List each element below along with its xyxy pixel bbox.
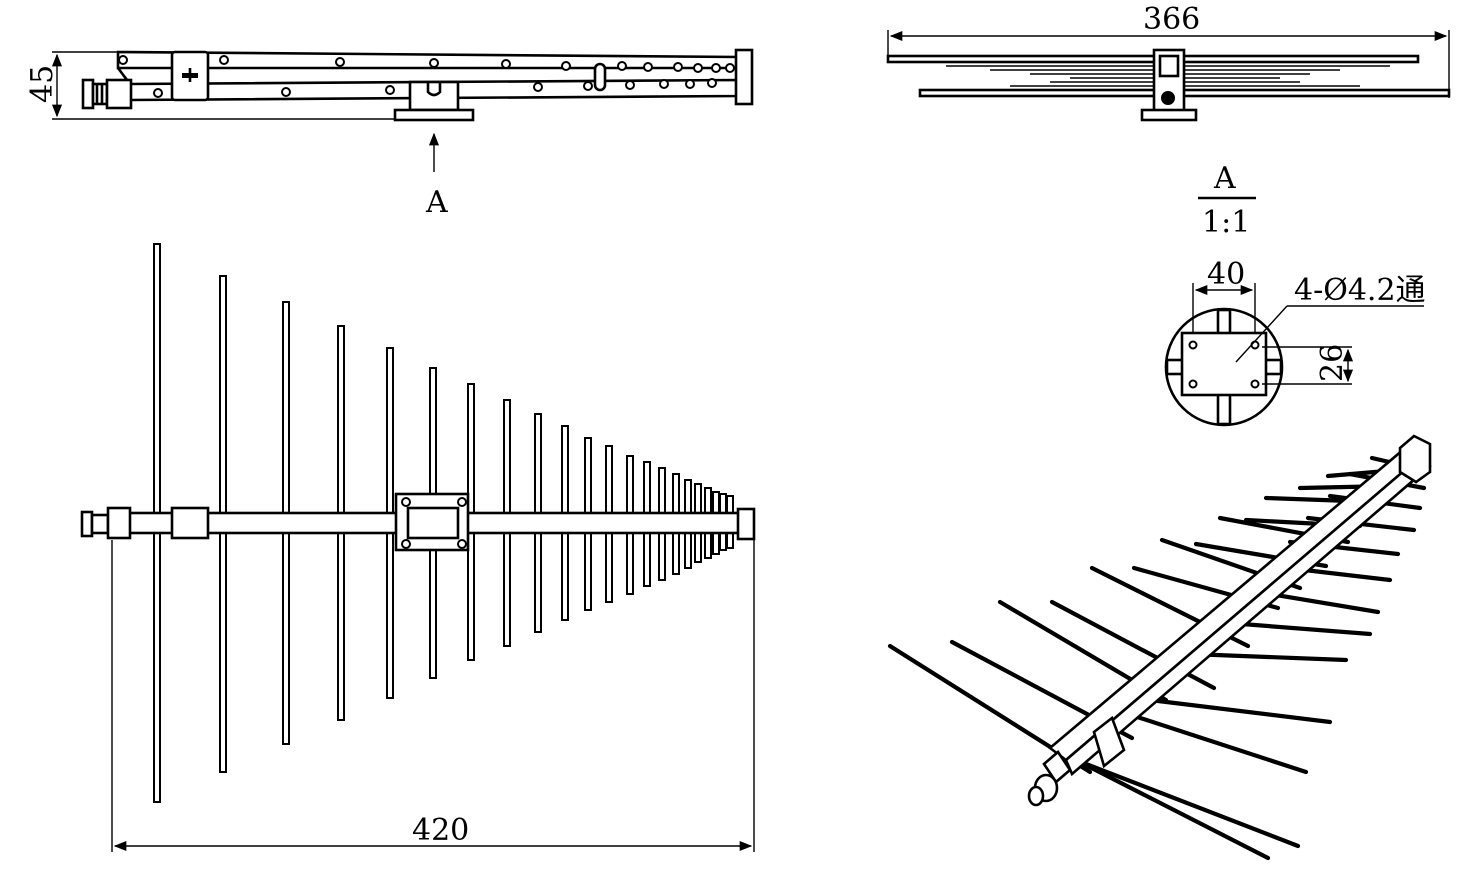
length-dimension: 420 bbox=[111, 540, 755, 852]
iso-dipole-rod bbox=[1119, 709, 1309, 775]
section-title: A 1:1 bbox=[1198, 161, 1256, 240]
hole-callout: 4-Ø4.2通 bbox=[1294, 273, 1426, 308]
height-dimension: 45 bbox=[25, 51, 395, 120]
side-connector bbox=[80, 506, 132, 540]
width-dim-label: 366 bbox=[1143, 2, 1200, 37]
end-view: 366 bbox=[886, 2, 1451, 122]
isometric-view bbox=[887, 434, 1432, 861]
section-scale: 1:1 bbox=[1202, 205, 1250, 240]
iso-connector bbox=[1027, 750, 1072, 807]
iso-dipole-rod bbox=[1083, 761, 1301, 849]
plate-height-label: 26 bbox=[1315, 344, 1350, 382]
connector bbox=[81, 78, 133, 110]
section-arrow-label: A bbox=[425, 185, 448, 220]
section-arrow: A bbox=[425, 132, 448, 220]
mount-bracket bbox=[393, 80, 475, 122]
side-view: 420 bbox=[80, 243, 756, 852]
height-dim-label: 45 bbox=[25, 65, 60, 103]
hole-spacing-label: 40 bbox=[1207, 257, 1245, 292]
mount-detail: 40 4-Ø4.2通 26 bbox=[1164, 257, 1426, 427]
length-dim-label: 420 bbox=[412, 813, 469, 848]
iso-dipole-rod bbox=[1147, 697, 1333, 725]
iso-dipole-rod bbox=[1187, 651, 1349, 663]
iso-dipole-rod bbox=[1073, 757, 1271, 861]
width-dimension: 366 bbox=[887, 2, 1450, 98]
section-name: A bbox=[1213, 161, 1236, 196]
top-view: 45 bbox=[25, 48, 754, 220]
